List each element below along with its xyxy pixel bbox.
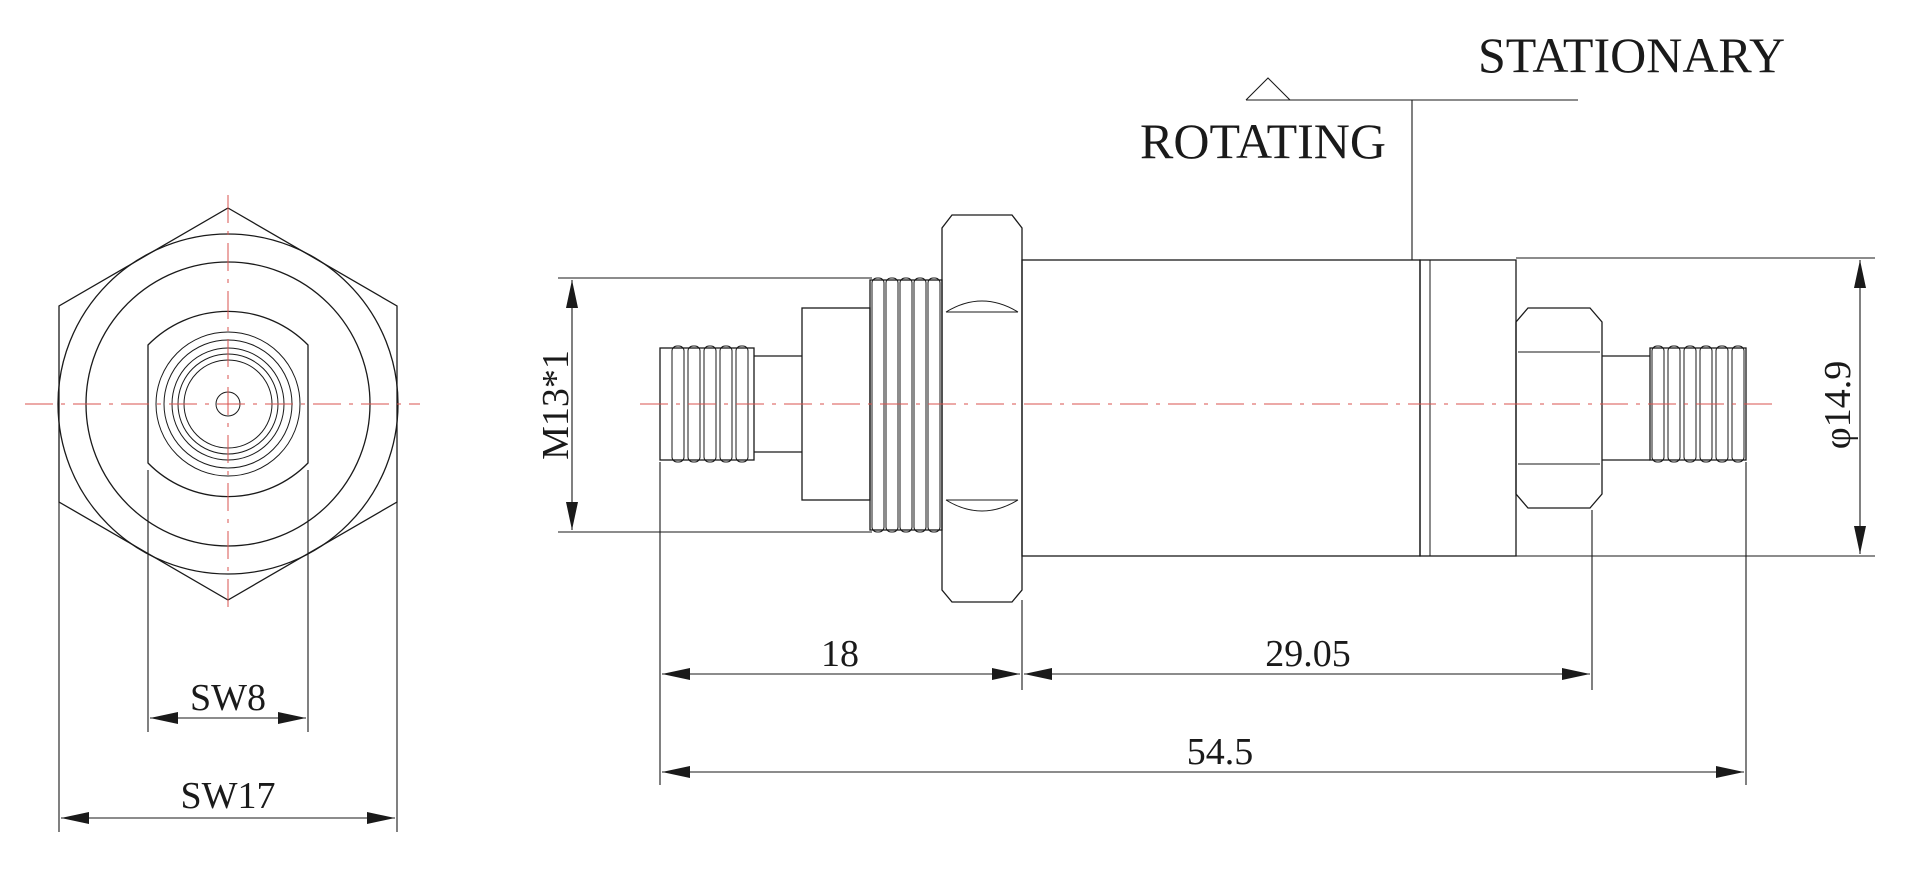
sw8-label: SW8 xyxy=(190,677,266,719)
m13-arrow-bottom xyxy=(566,502,578,530)
sw17-arrow-left xyxy=(61,812,89,824)
dim-18-label: 18 xyxy=(821,633,859,675)
hex-nut-chamfer-top xyxy=(945,300,1019,313)
stationary-ring xyxy=(1419,259,1517,557)
dim-29-05-arrow-left xyxy=(1024,668,1052,680)
sw17-arrow-right xyxy=(367,812,395,824)
mount-thread-grooves xyxy=(871,277,941,533)
diameter-label: φ14.9 xyxy=(1817,361,1859,449)
sw17-label: SW17 xyxy=(181,775,276,817)
mount-thread-body xyxy=(869,279,943,531)
dia-arrow-top xyxy=(1854,260,1866,288)
stationary-label: STATIONARY xyxy=(1478,27,1785,83)
dim-18-arrow-left xyxy=(662,668,690,680)
hex-nut xyxy=(941,214,1023,603)
dia-arrow-bottom xyxy=(1854,526,1866,554)
dim-29-05-arrow-right xyxy=(1562,668,1590,680)
dim-54-5-label: 54.5 xyxy=(1187,731,1254,773)
m13-arrow-top xyxy=(566,280,578,308)
end-view-ring-1 xyxy=(155,331,301,477)
sw8-arrow-right xyxy=(278,712,306,724)
rotating-label: ROTATING xyxy=(1140,113,1386,169)
right-hex xyxy=(1515,307,1603,509)
hex-nut-chamfer-bottom xyxy=(945,499,1019,512)
dim-18-arrow-right xyxy=(992,668,1020,680)
sw8-arrow-left xyxy=(150,712,178,724)
side-view: STATIONARY ROTATING M13*1 φ14.9 18 29.05 xyxy=(535,27,1875,785)
rotor-housing xyxy=(1021,259,1421,557)
thread-label: M13*1 xyxy=(535,350,577,460)
dim-54-5-arrow-right xyxy=(1716,766,1744,778)
dim-54-5-arrow-left xyxy=(662,766,690,778)
end-view-sw8-profile xyxy=(147,310,309,498)
end-view: SW8 SW17 xyxy=(25,195,420,832)
dim-29-05-label: 29.05 xyxy=(1265,633,1351,675)
leader-triangle xyxy=(1245,77,1291,101)
